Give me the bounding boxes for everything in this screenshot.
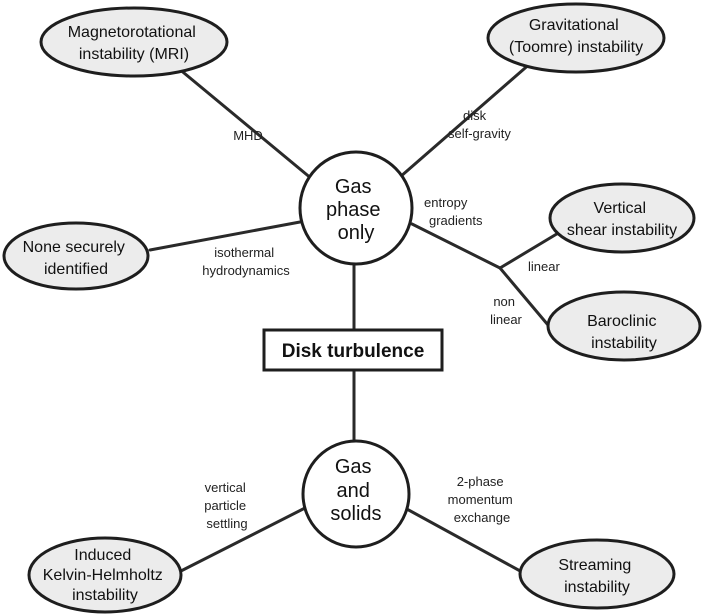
node-toomre: Gravitational (Toomre) instability xyxy=(486,2,666,74)
edge-mri xyxy=(176,66,320,186)
gas-solids-line-2: and xyxy=(337,480,370,502)
mri-label-line-2: instability (MRI) xyxy=(79,46,189,63)
baroclinic-label-line-1: Baroclinic xyxy=(587,313,656,330)
svg-text:2-phase momentum excha: 2-phase momentum exchange xyxy=(448,474,517,525)
baroclinic-ellipse xyxy=(546,290,702,362)
edge-label-mhd: MHD xyxy=(233,128,263,143)
edge-entropy xyxy=(410,222,502,270)
title-rect xyxy=(262,328,444,372)
svg-text:non linear: non linear xyxy=(490,294,522,327)
hub-gas-phase-only: Gas phase only xyxy=(298,150,414,266)
edge-label-settling-3: settling xyxy=(206,516,247,531)
edge-label-momentum-3: exchange xyxy=(454,510,510,525)
svg-text:Baroclinic instability: Baroclinic instability xyxy=(587,313,661,352)
edge-toomre xyxy=(390,60,534,186)
edge-kh xyxy=(173,506,307,576)
edge-label-linear: linear xyxy=(528,259,560,274)
hub-gas-and-solids: Gas and solids xyxy=(301,439,411,549)
kh-label-line-1: Induced xyxy=(74,547,131,564)
streaming-label-line-2: instability xyxy=(564,579,630,596)
none-ellipse xyxy=(2,221,150,291)
none-label-line-1: None securely xyxy=(23,239,125,256)
edge-label-nonlinear-1: non xyxy=(493,294,515,309)
baroclinic-label-line-2: instability xyxy=(591,335,657,352)
none-label-line-2: identified xyxy=(44,261,108,278)
edge-label-settling-1: vertical xyxy=(205,480,246,495)
node-vertical-shear: Vertical shear instability xyxy=(548,182,696,254)
toomre-ellipse xyxy=(486,2,666,74)
streaming-ellipse xyxy=(518,538,676,610)
gas-solids-circle xyxy=(301,439,411,549)
edge-label-isothermal-2: hydrodynamics xyxy=(202,263,290,278)
svg-text:Vertical shear instabili: Vertical shear instability xyxy=(567,200,677,239)
node-kelvin-helmholtz: Induced Kelvin-Helmholtz instability xyxy=(27,536,183,614)
node-mri: Magnetorotational instability (MRI) xyxy=(39,6,229,78)
mri-ellipse xyxy=(39,6,229,78)
svg-text:Magnetorotational instab: Magnetorotational instability (MRI) xyxy=(68,24,201,63)
svg-text:Gas phase only: Gas phase only xyxy=(326,176,386,244)
edge-label-settling-2: particle xyxy=(204,498,246,513)
gas-only-line-2: phase xyxy=(326,199,381,221)
toomre-label-line-1: Gravitational xyxy=(529,17,619,34)
kh-ellipse xyxy=(27,536,183,614)
edge-label-momentum-2: momentum xyxy=(448,492,513,507)
svg-text:isothermal hydrodynamics: isothermal hydrodynamics xyxy=(202,245,290,278)
vsi-ellipse xyxy=(548,182,696,254)
vsi-label-line-2: shear instability xyxy=(567,222,677,239)
gas-solids-line-1: Gas xyxy=(335,456,372,478)
svg-text:vertical particle sett: vertical particle settling xyxy=(204,480,250,531)
edge-baroclinic xyxy=(498,266,550,327)
page-title: Disk turbulence xyxy=(282,341,425,362)
edge-label-momentum-1: 2-phase xyxy=(457,474,504,489)
edge-streaming xyxy=(403,506,524,574)
edge-vsi xyxy=(498,230,562,270)
svg-text:Gravitational (Toomre) i: Gravitational (Toomre) instability xyxy=(509,17,643,56)
gas-only-circle xyxy=(298,150,414,266)
node-streaming: Streaming instability xyxy=(518,538,676,610)
svg-text:Gas and solids: Gas and solids xyxy=(330,456,381,525)
streaming-label-line-1: Streaming xyxy=(558,557,631,574)
gas-only-line-1: Gas xyxy=(335,176,372,198)
svg-text:disk self-gravity: disk self-gravity xyxy=(448,108,511,141)
edge-label-isothermal-1: isothermal xyxy=(214,245,274,260)
svg-text:MHD: MHD xyxy=(233,128,263,143)
svg-text:entropy gradients: entropy gradients xyxy=(424,195,483,228)
node-none-identified: None securely identified xyxy=(2,221,150,291)
svg-text:None securely identified: None securely identified xyxy=(23,239,130,278)
edge-label-nonlinear-2: linear xyxy=(490,312,522,327)
edge-label-self-gravity-1: disk xyxy=(463,108,487,123)
mri-label-line-1: Magnetorotational xyxy=(68,24,196,41)
kh-label-line-2: Kelvin-Helmholtz xyxy=(43,567,163,584)
gas-solids-line-3: solids xyxy=(330,503,381,525)
title-box: Disk turbulence xyxy=(262,328,444,372)
edge-label-self-gravity-2: self-gravity xyxy=(448,126,511,141)
kh-label-line-3: instability xyxy=(72,587,138,604)
edge-none xyxy=(148,220,302,252)
connectors xyxy=(148,60,562,576)
vsi-label-line-1: Vertical xyxy=(594,200,646,217)
toomre-label-line-2: (Toomre) instability xyxy=(509,39,643,56)
svg-text:Induced Kelvin-Helmholtz: Induced Kelvin-Helmholtz instability xyxy=(43,547,168,604)
svg-text:Streaming instability: Streaming instability xyxy=(558,557,635,596)
edge-label-entropy-1: entropy xyxy=(424,195,468,210)
node-baroclinic: Baroclinic instability xyxy=(546,290,702,362)
edge-label-entropy-2: gradients xyxy=(429,213,483,228)
svg-text:linear: linear xyxy=(528,259,560,274)
gas-only-line-3: only xyxy=(338,222,375,244)
